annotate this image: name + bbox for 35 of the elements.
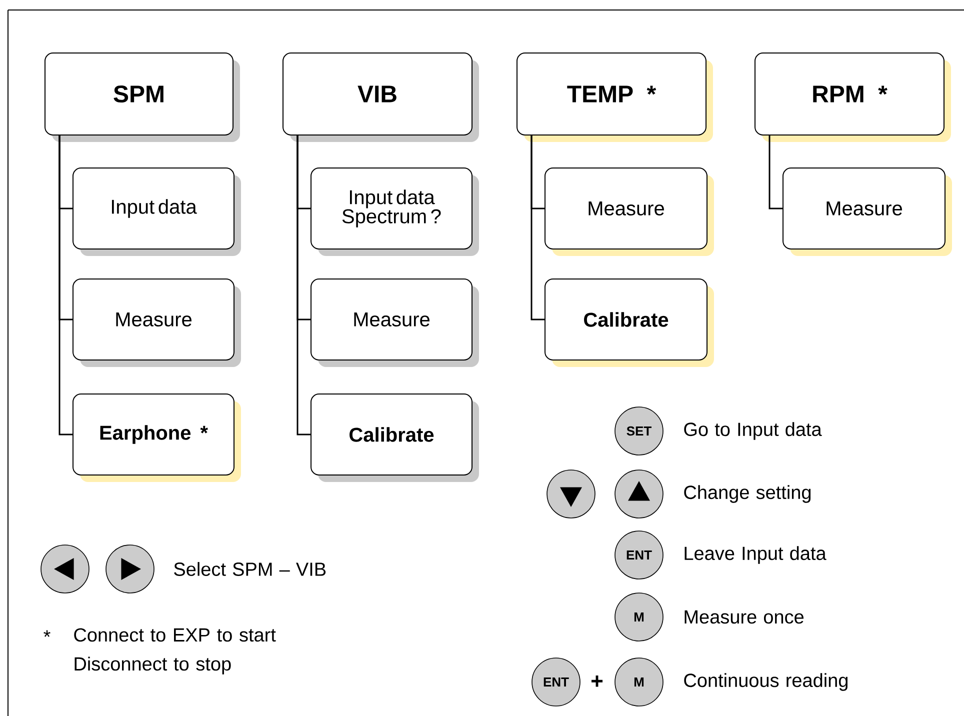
heading-box: SPM [44, 52, 240, 142]
key-caption: Go to Input data [684, 422, 822, 440]
key-button: M [614, 658, 664, 706]
key-button: ENT [614, 530, 664, 580]
key-caption: Measure once [684, 610, 804, 624]
key-caption: Change setting [684, 485, 811, 503]
menu-box: Input data [72, 168, 241, 256]
tree-connector [768, 136, 782, 210]
footnote-mark: * [44, 630, 50, 637]
key-button: SET [614, 406, 664, 456]
key-button [40, 544, 90, 594]
plus-sign: + [592, 676, 603, 687]
menu-box: Measure [310, 278, 479, 367]
heading-box: TEMP * [516, 52, 713, 142]
heading-box: RPM * [754, 52, 951, 142]
menu-box: Measure [544, 168, 714, 256]
tree-connector [58, 136, 72, 436]
key-button [546, 470, 596, 518]
menu-box: Input data Spectrum ? [310, 168, 479, 256]
footnote-text: Connect to EXP to start Disconnect to stop [74, 628, 276, 674]
heading-box: VIB [282, 52, 479, 142]
tree-connector [296, 136, 310, 436]
menu-box: Calibrate [544, 278, 714, 367]
key-caption: Continuous reading [684, 673, 848, 691]
tree-connector [530, 136, 544, 320]
menu-box: Measure [782, 168, 952, 256]
key-button [106, 544, 154, 594]
key-caption: Leave Input data [684, 546, 826, 564]
menu-box: Earphone * [72, 394, 241, 482]
key-button [614, 470, 664, 518]
key-button: ENT [532, 658, 580, 706]
key-button: M [614, 592, 664, 642]
menu-box: Calibrate [310, 394, 479, 482]
key-caption: Select SPM – VIB [174, 562, 326, 576]
menu-box: Measure [72, 278, 241, 367]
